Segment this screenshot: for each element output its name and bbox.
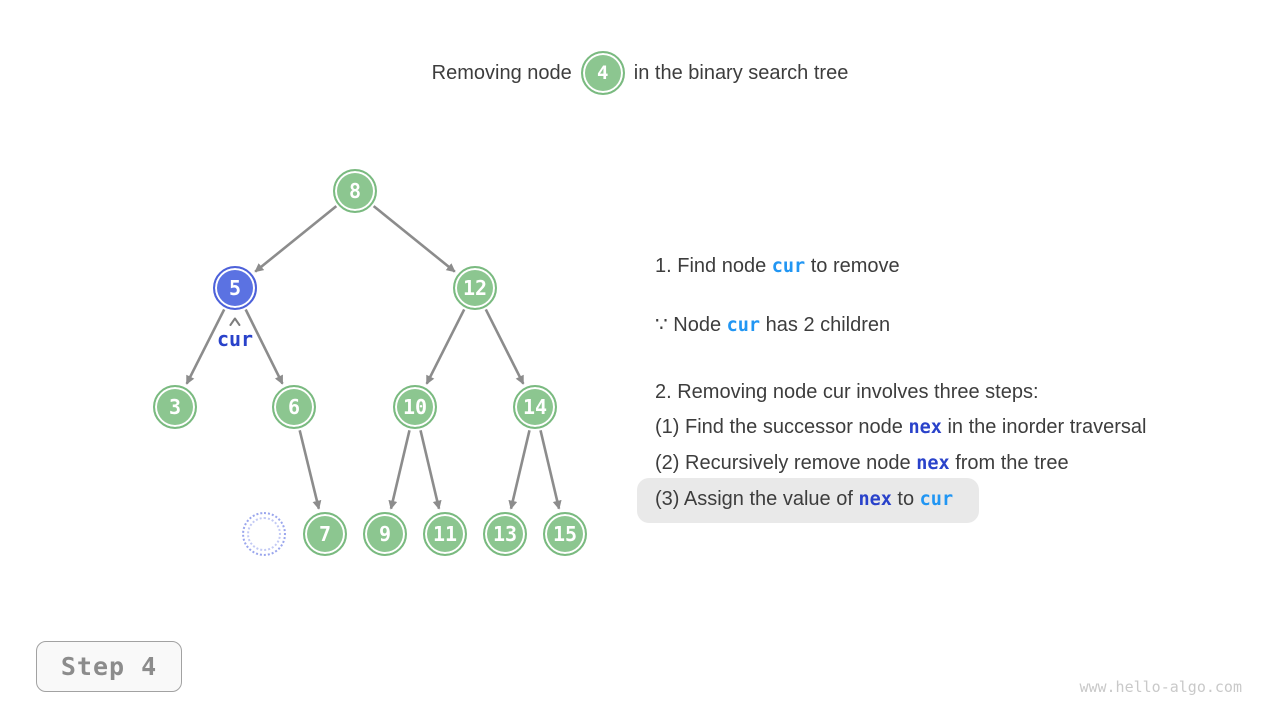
tree-node-3: 3 [153,385,197,429]
step-badge-label: Step 4 [60,652,158,681]
tree-node-14: 14 [513,385,557,429]
tree-edge-12-14 [484,308,525,385]
note-line-3: 2. Removing node cur involves three step… [655,378,1039,406]
note-line-6: (3) Assign the value of nex to cur [637,478,980,523]
tree-node-5: 5 [213,266,257,310]
note-text: (2) Recursively remove node [655,452,917,474]
cur-pointer: cur [217,317,253,351]
note-text: (3) Assign the value of [655,488,859,510]
tree-node-15: 15 [543,512,587,556]
tree-edge-10-9 [388,430,411,510]
arrow-up-icon [229,317,241,326]
cur-keyword: cur [726,315,761,336]
note-text: has 2 children [760,314,891,336]
tree-node-8: 8 [333,169,377,213]
note-text: (1) Find the successor node [655,416,909,438]
cur-keyword: cur [771,256,806,277]
tree-node-removed-placeholder [242,512,286,556]
tree-edge-8-12 [372,205,456,273]
note-text: to [891,488,920,510]
tree-edge-12-10 [425,308,466,385]
tree-edge-14-15 [539,430,562,510]
note-text: 1. Find node [655,255,772,277]
note-text: to remove [805,255,900,277]
cur-keyword: cur [919,489,954,510]
tree-node-12: 12 [453,266,497,310]
title-node-value: 4 [597,62,609,84]
tree-edge-8-5 [254,205,338,273]
tree-node-9: 9 [363,512,407,556]
note-text: from the tree [949,452,1069,474]
tree-node-6: 6 [272,385,316,429]
note-text: in the inorder traversal [941,416,1147,438]
note-line-5: (2) Recursively remove node nex from the… [655,449,1069,478]
title-node-circle: 4 [580,51,625,95]
tree-node-10: 10 [393,385,437,429]
note-text: 2. Removing node cur involves three step… [655,381,1039,403]
nex-keyword: nex [916,453,950,474]
step-badge: Step 4 [36,641,182,692]
nex-keyword: nex [858,489,892,510]
note-line-1: 1. Find node cur to remove [655,252,900,281]
title-text-after: in the binary search tree [633,61,849,84]
cur-pointer-label: cur [216,327,254,351]
watermark: www.hello-algo.com [1079,678,1242,696]
tree-node-13: 13 [483,512,527,556]
note-text: ∵ Node [655,314,727,336]
tree-edge-14-13 [508,430,531,510]
slide-title: Removing node 4 in the binary search tre… [0,51,1280,95]
tree-edge-6-7 [298,430,322,510]
note-line-4: (1) Find the successor node nex in the i… [655,413,1146,442]
note-line-2: ∵ Node cur has 2 children [655,311,890,340]
tree-node-7: 7 [303,512,347,556]
tree-node-11: 11 [423,512,467,556]
title-text-before: Removing node [431,61,572,84]
nex-keyword: nex [908,417,942,438]
tree-edge-10-11 [419,430,442,510]
